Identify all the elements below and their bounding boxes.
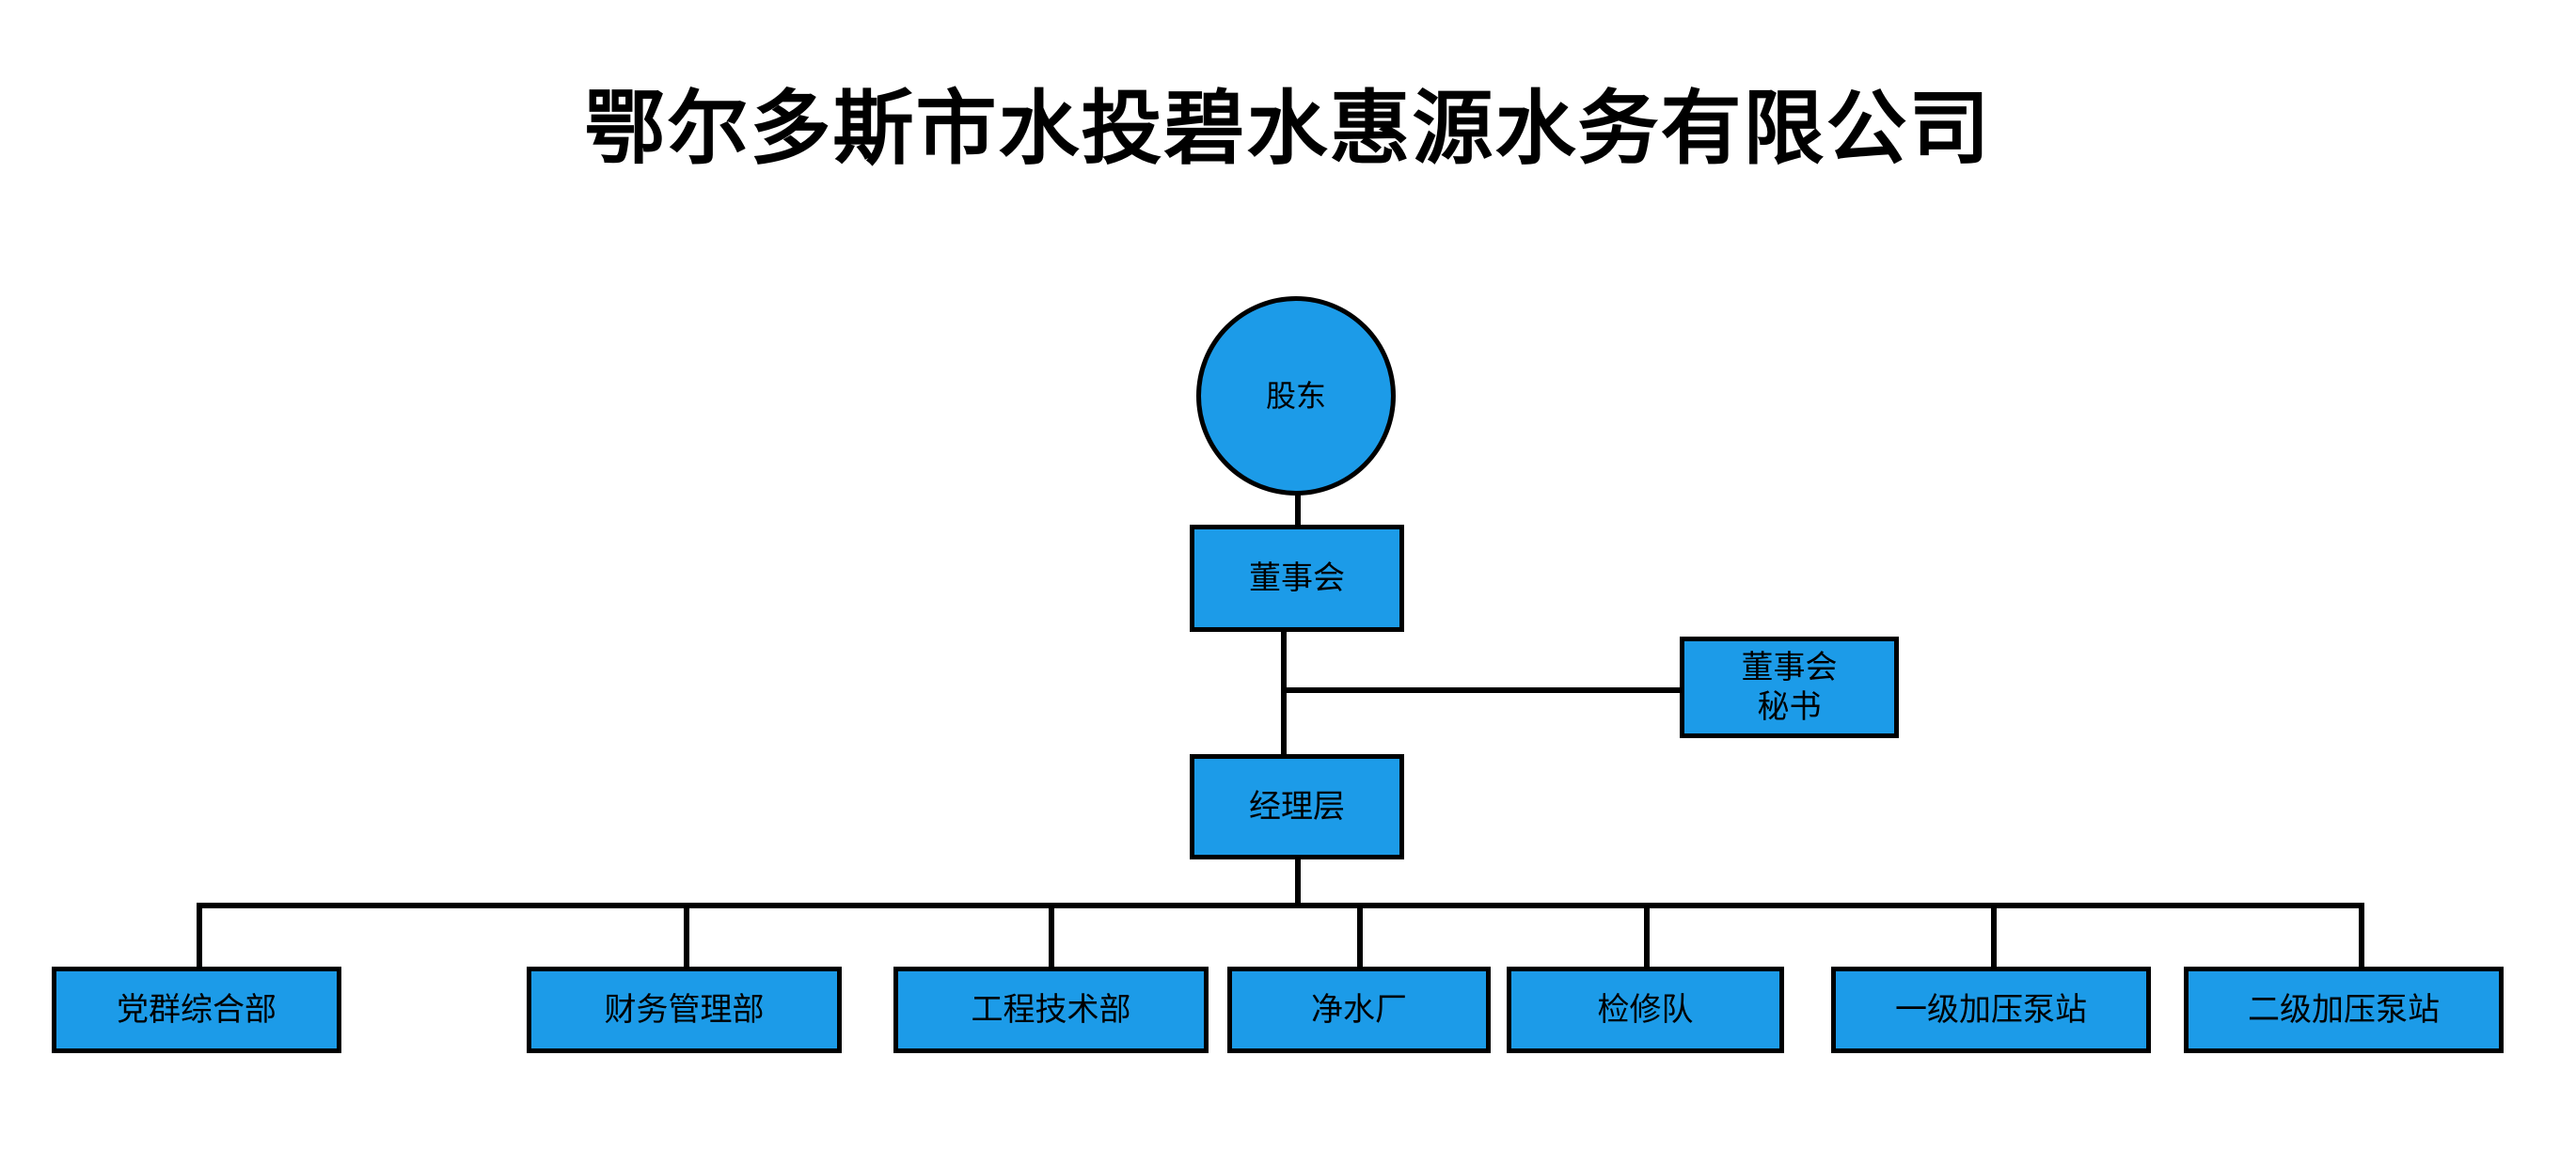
connector-bus-to-dept-5 <box>1644 903 1650 969</box>
node-department-yiji-jiaya-bengzhan[interactable]: 一级加压泵站 <box>1831 967 2151 1053</box>
node-shareholders[interactable]: 股东 <box>1196 296 1396 496</box>
page-title: 鄂尔多斯市水投碧水惠源水务有限公司 <box>584 82 1992 176</box>
connector-bus-to-dept-3 <box>1049 903 1054 969</box>
node-department-caiwu-guanli-bu[interactable]: 财务管理部 <box>527 967 842 1053</box>
connector-bus-to-dept-6 <box>1991 903 1997 969</box>
node-board-secretary[interactable]: 董事会 秘书 <box>1680 637 1899 738</box>
connector-shareholders-to-board <box>1295 489 1301 536</box>
connector-bus-to-dept-1 <box>197 903 202 969</box>
node-department-jianxiu-dui[interactable]: 检修队 <box>1507 967 1784 1053</box>
connector-bus-to-dept-4 <box>1357 903 1363 969</box>
connector-department-bus <box>197 903 2364 908</box>
node-department-erji-jiaya-bengzhan[interactable]: 二级加压泵站 <box>2184 967 2504 1053</box>
connector-management-to-bus <box>1295 859 1301 908</box>
node-department-jingshui-chang[interactable]: 净水厂 <box>1227 967 1491 1053</box>
connector-board-to-management <box>1281 632 1287 754</box>
node-department-gongcheng-jishu-bu[interactable]: 工程技术部 <box>893 967 1209 1053</box>
node-board[interactable]: 董事会 <box>1190 525 1404 632</box>
node-department-dangqun-zonghe-bu[interactable]: 党群综合部 <box>52 967 341 1053</box>
connector-bus-to-dept-2 <box>684 903 689 969</box>
connector-bus-to-dept-7 <box>2359 903 2364 969</box>
connector-board-to-secretary <box>1281 687 1680 693</box>
node-management[interactable]: 经理层 <box>1190 754 1404 859</box>
